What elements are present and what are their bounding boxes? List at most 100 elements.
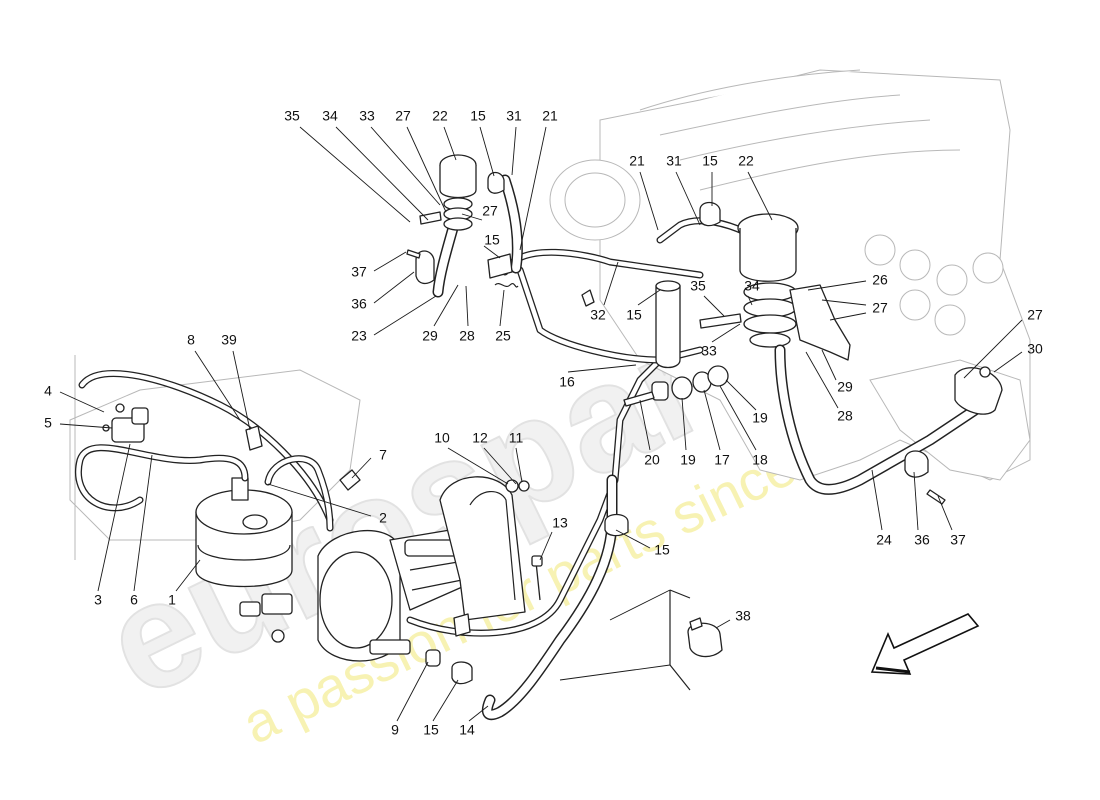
leader-line — [299, 126, 411, 223]
callout-1: 1 — [168, 592, 176, 608]
leader-line — [351, 457, 372, 479]
leader-line — [675, 171, 701, 226]
detail-bracket-lines — [669, 589, 691, 691]
leader-line — [194, 350, 241, 421]
callout-30: 30 — [1027, 341, 1043, 357]
leader-line — [703, 389, 721, 451]
callout-37: 37 — [950, 532, 966, 548]
callout-21: 21 — [629, 153, 645, 169]
callout-leader-lines — [59, 126, 1023, 722]
leader-line — [370, 126, 441, 206]
intake-port-6 — [934, 304, 966, 336]
callout-15: 15 — [470, 108, 486, 124]
leader-line — [639, 399, 651, 451]
bracket-cutout — [469, 491, 516, 601]
check-valve-left — [439, 154, 477, 231]
callout-34: 34 — [322, 108, 338, 124]
fitting-9 — [425, 649, 441, 667]
leader-line — [711, 323, 741, 343]
leader-line — [993, 351, 1023, 373]
leader-line — [963, 319, 1023, 379]
callout-15: 15 — [626, 307, 642, 323]
leader-line — [175, 559, 201, 592]
clamp-15-top-right — [699, 201, 721, 227]
leader-line — [559, 664, 671, 681]
callout-15: 15 — [654, 542, 670, 558]
front-direction-arrow-icon — [870, 613, 980, 675]
leader-line — [396, 661, 429, 722]
callout-5: 5 — [44, 415, 52, 431]
leader-line — [725, 379, 757, 411]
leader-line — [539, 531, 553, 561]
bolt-34-left — [419, 211, 442, 225]
callout-27: 27 — [395, 108, 411, 124]
leader-line — [59, 391, 105, 413]
leader-line — [639, 171, 659, 231]
callout-20: 20 — [644, 452, 660, 468]
leader-line — [637, 289, 661, 306]
leader-line — [335, 126, 429, 221]
leader-line — [747, 295, 753, 306]
callout-22: 22 — [432, 108, 448, 124]
leader-line — [133, 454, 153, 592]
intake-port-4 — [972, 252, 1004, 284]
clamp-15-middle — [604, 513, 629, 537]
leader-line — [373, 251, 407, 272]
leader-line — [499, 289, 505, 327]
callout-19: 19 — [752, 410, 768, 426]
leader-line — [603, 261, 619, 306]
callout-39: 39 — [221, 332, 237, 348]
leader-line — [747, 171, 773, 221]
throttle-body-bore — [564, 172, 626, 228]
callout-17: 17 — [714, 452, 730, 468]
spring-clip-25 — [494, 282, 519, 288]
leader-line — [715, 619, 731, 629]
leader-line — [373, 271, 415, 304]
leader-line — [443, 126, 457, 161]
clamp-36-left — [415, 250, 435, 285]
callout-19: 19 — [680, 452, 696, 468]
callout-36: 36 — [914, 532, 930, 548]
callout-25: 25 — [495, 328, 511, 344]
intake-port-1 — [864, 234, 896, 266]
bolt-13 — [535, 561, 541, 601]
callout-15: 15 — [423, 722, 439, 738]
intake-port-3 — [936, 264, 968, 296]
callout-26: 26 — [872, 272, 888, 288]
intake-runners — [639, 69, 961, 191]
callout-8: 8 — [187, 332, 195, 348]
leader-line — [97, 443, 131, 592]
callout-31: 31 — [506, 108, 522, 124]
leader-line — [703, 295, 725, 317]
callout-37: 37 — [351, 264, 367, 280]
callout-15: 15 — [484, 232, 500, 248]
leader-line — [937, 495, 953, 531]
clip-39 — [245, 425, 263, 451]
callout-27: 27 — [482, 203, 498, 219]
callout-labels: 35 34 33 27 22 15 31 21 27 15 37 36 23 2… — [44, 108, 1043, 738]
leader-line — [483, 245, 501, 259]
nut-10 — [505, 479, 519, 493]
callout-21: 21 — [542, 108, 558, 124]
leader-line — [807, 280, 867, 291]
air-filter-housing — [195, 477, 293, 588]
callout-28: 28 — [459, 328, 475, 344]
callout-35: 35 — [284, 108, 300, 124]
leader-line — [267, 483, 372, 517]
bolt-20 — [623, 391, 655, 407]
bolt-37-left — [406, 249, 421, 259]
check-valve-right — [737, 213, 799, 348]
callout-6: 6 — [130, 592, 138, 608]
callout-12: 12 — [472, 430, 488, 446]
leader-line — [805, 351, 839, 409]
callout-4: 4 — [44, 383, 52, 399]
manifold-flange — [954, 366, 1003, 415]
callout-32: 32 — [590, 307, 606, 323]
callout-16: 16 — [559, 374, 575, 390]
bracket-25 — [487, 253, 513, 279]
callout-29: 29 — [837, 379, 853, 395]
leader-line — [447, 447, 509, 485]
callout-10: 10 — [434, 430, 450, 446]
bolt-34-right — [699, 313, 742, 329]
callout-15: 15 — [702, 153, 718, 169]
